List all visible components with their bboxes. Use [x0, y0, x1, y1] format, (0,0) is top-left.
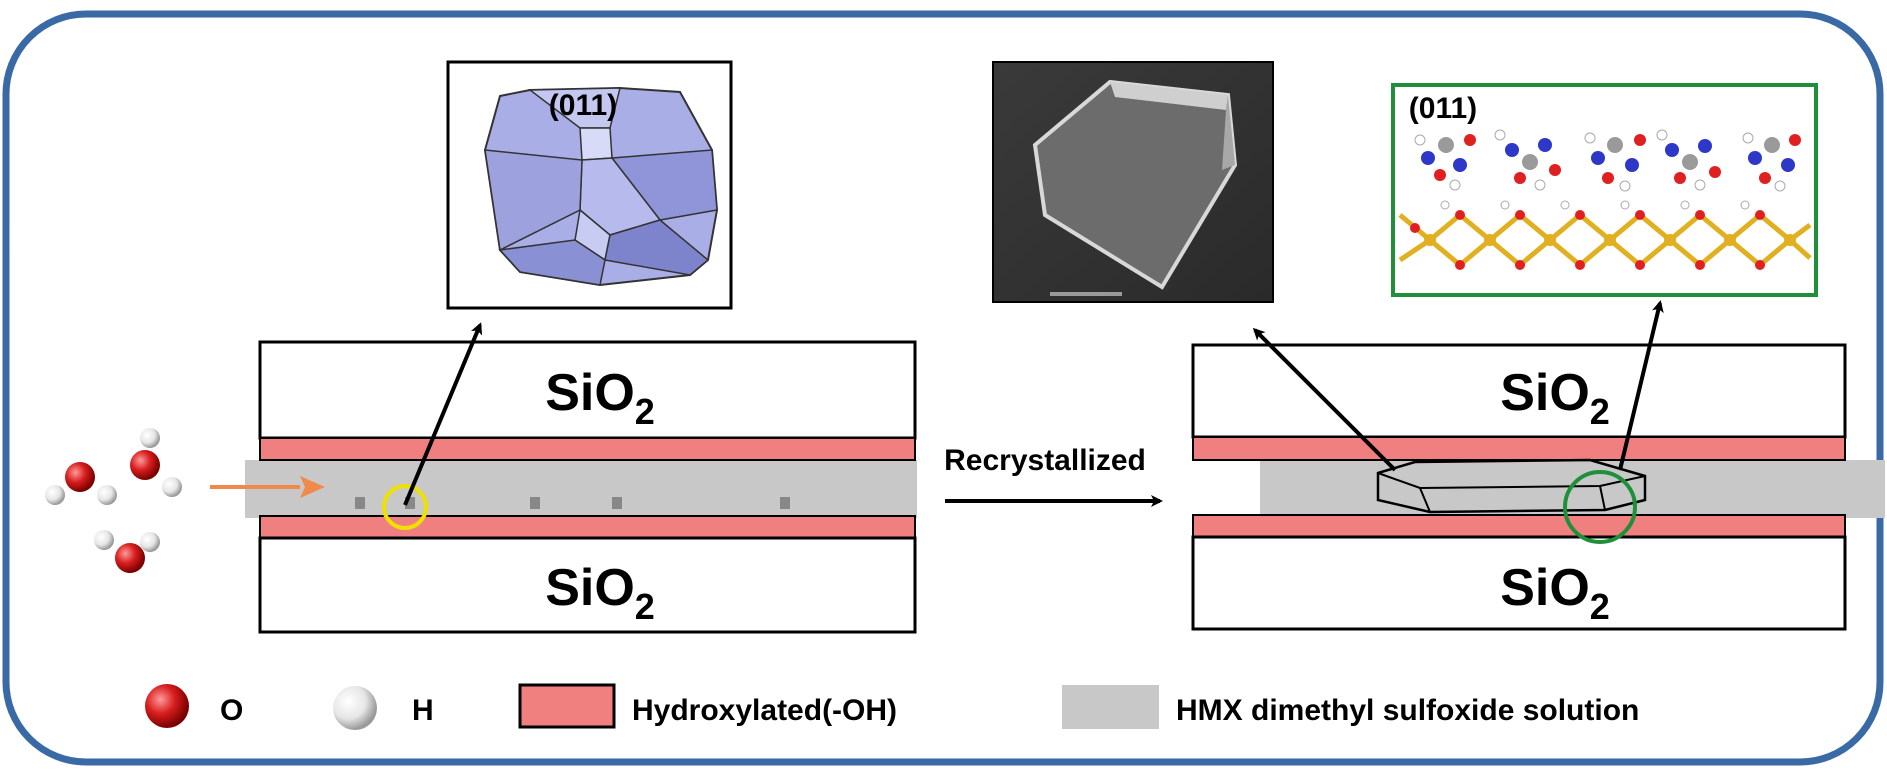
hydroxyl-top-right — [1192, 436, 1846, 461]
molecular-facet-label: (011) — [1409, 92, 1477, 125]
hydroxyl-bottom-left — [259, 515, 916, 539]
sio2-bottom-right — [1191, 535, 1847, 631]
legend-oxygen-label: O — [220, 694, 243, 727]
sio2-label-top-left: SiO2 — [545, 364, 655, 432]
hmx-molecule-row — [1414, 129, 1801, 192]
water-flow-arrowhead — [300, 476, 325, 498]
legend-solution-label: HMX dimethyl sulfoxide solution — [1176, 694, 1639, 727]
sio2-bottom-left — [258, 536, 917, 634]
right-stack: SiO2 SiO2 — [1191, 300, 1885, 631]
crystal-model-box: (011) — [446, 60, 733, 310]
sio2-label-top-right: SiO2 — [1500, 364, 1610, 432]
sio2-top-right — [1191, 343, 1847, 439]
sio2-label-bottom-right: SiO2 — [1500, 559, 1610, 627]
legend-hydrogen-label: H — [412, 694, 434, 727]
legend-solution-swatch — [1062, 685, 1159, 729]
molecular-model: (011) — [1391, 83, 1818, 297]
hydroxyl-top-left — [259, 437, 916, 461]
nucleus — [355, 497, 365, 509]
solution-layer-left — [245, 460, 917, 518]
nucleus — [612, 497, 622, 509]
nucleus — [780, 497, 790, 509]
interface-highlight-circle — [1563, 470, 1637, 544]
arrow-to-sem-image — [1252, 327, 1397, 472]
water-molecule — [65, 462, 95, 492]
water-molecules — [45, 428, 182, 573]
legend-hydroxylated-swatch — [518, 683, 616, 729]
sio2-top-left — [258, 340, 917, 440]
legend-hydroxylated-label: Hydroxylated(-OH) — [632, 694, 897, 727]
water-molecule — [115, 543, 145, 573]
arrow-to-molecular-model — [1618, 300, 1664, 471]
silica-lattice — [1398, 200, 1812, 270]
nucleus — [530, 497, 540, 509]
nucleus — [405, 497, 415, 509]
legend-hydrogen-swatch — [333, 686, 377, 730]
sem-image — [992, 61, 1274, 303]
process-label: Recrystallized — [944, 444, 1146, 477]
legend: O H Hydroxylated(-OH) HMX dimethyl sulfo… — [145, 683, 1639, 730]
nucleus-highlight-circle — [382, 484, 428, 530]
arrow-to-crystal-model — [403, 322, 483, 506]
sio2-label-bottom-left: SiO2 — [545, 559, 655, 627]
water-molecule — [130, 450, 160, 480]
hydroxyl-bottom-right — [1192, 514, 1846, 538]
crystal-facet-label: (011) — [549, 89, 617, 122]
left-stack: SiO2 SiO2 — [245, 322, 917, 634]
legend-oxygen-swatch — [145, 684, 189, 728]
